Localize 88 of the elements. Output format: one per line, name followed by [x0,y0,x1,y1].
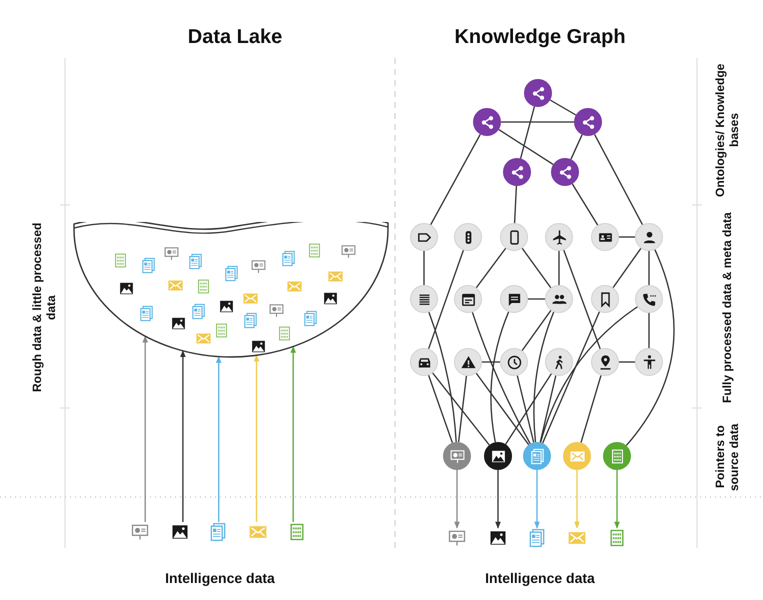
connector-line [482,361,500,363]
document-icon [208,522,228,542]
connector-line [430,134,481,226]
arrow [142,336,148,522]
node-circle [503,158,531,186]
connector-line [505,373,552,445]
connector-line [432,372,490,446]
axis-band-label: Ontologies/ Knowledge bases [712,62,742,199]
node-circle [410,285,438,313]
connector-line [570,134,583,160]
connector-line [514,186,518,224]
connector-line [528,298,545,300]
connector-line [533,312,554,442]
connector-line [490,312,510,442]
node-circle [574,108,602,136]
connector-line [428,250,464,350]
axis-caption: Intelligence data [164,570,276,586]
axis-band-label: Fully processed data & meta data [719,211,735,405]
connector-line [594,134,643,225]
connector-line [522,248,552,288]
connector-line [428,312,457,442]
axis-band-label: Rough data & little processed data [29,222,59,394]
node-circle [591,348,619,376]
node-circle [454,348,482,376]
arrow [614,470,620,529]
node-circle [545,348,573,376]
document-icon [527,528,547,548]
connector-line [626,249,675,446]
node-circle [500,348,528,376]
node-circle [410,223,438,251]
node-circle [484,442,512,470]
connector-line [648,251,650,285]
node-circle [500,285,528,313]
connector-line [540,375,556,443]
node-circle [591,223,619,251]
connector-line [522,310,552,351]
connector-line [423,251,425,285]
node-circle [545,285,573,313]
connector-line [542,312,600,444]
node-circle [454,285,482,313]
connector-line [458,376,468,442]
connector-line [550,99,576,116]
arrow [495,470,501,529]
node-circle [591,285,619,313]
node-circle [545,223,573,251]
connector-line [648,313,650,348]
connector-line [520,106,536,159]
node-circle [563,442,591,470]
node-circle [603,442,631,470]
connector-line [501,121,574,123]
presentation-icon [447,528,467,548]
arrow [534,470,540,529]
node-circle [523,442,551,470]
arrow [574,470,580,529]
connector-line [558,251,560,285]
arrow [454,470,460,529]
node-circle [635,348,663,376]
connector-line [619,236,635,238]
connector-line [563,250,601,350]
node-circle [443,442,471,470]
connector-line [619,361,635,363]
node-circle [635,223,663,251]
connector-line [428,374,454,444]
node-circle [500,223,528,251]
connector-line [476,248,506,288]
column-heading: Knowledge Graph [453,26,627,49]
connector-line [472,312,531,444]
connector-line [580,375,602,443]
node-circle [551,158,579,186]
arrow [216,356,222,522]
node-circle [635,285,663,313]
node-circle [524,79,552,107]
arrow [180,350,186,522]
connector-line [612,248,642,288]
presentation-icon [130,522,150,542]
node-circle [454,223,482,251]
connector-line [476,372,530,446]
connector-line [498,129,554,165]
arrow [254,354,260,522]
axis-band-label: Pointers to source data [712,422,742,493]
node-circle [410,348,438,376]
connector-line [516,375,534,443]
connector-line [572,184,598,226]
connector-line [540,306,638,443]
arrow [290,346,296,522]
node-circle [473,108,501,136]
column-heading: Data Lake [186,26,284,49]
axis-caption: Intelligence data [484,570,596,586]
